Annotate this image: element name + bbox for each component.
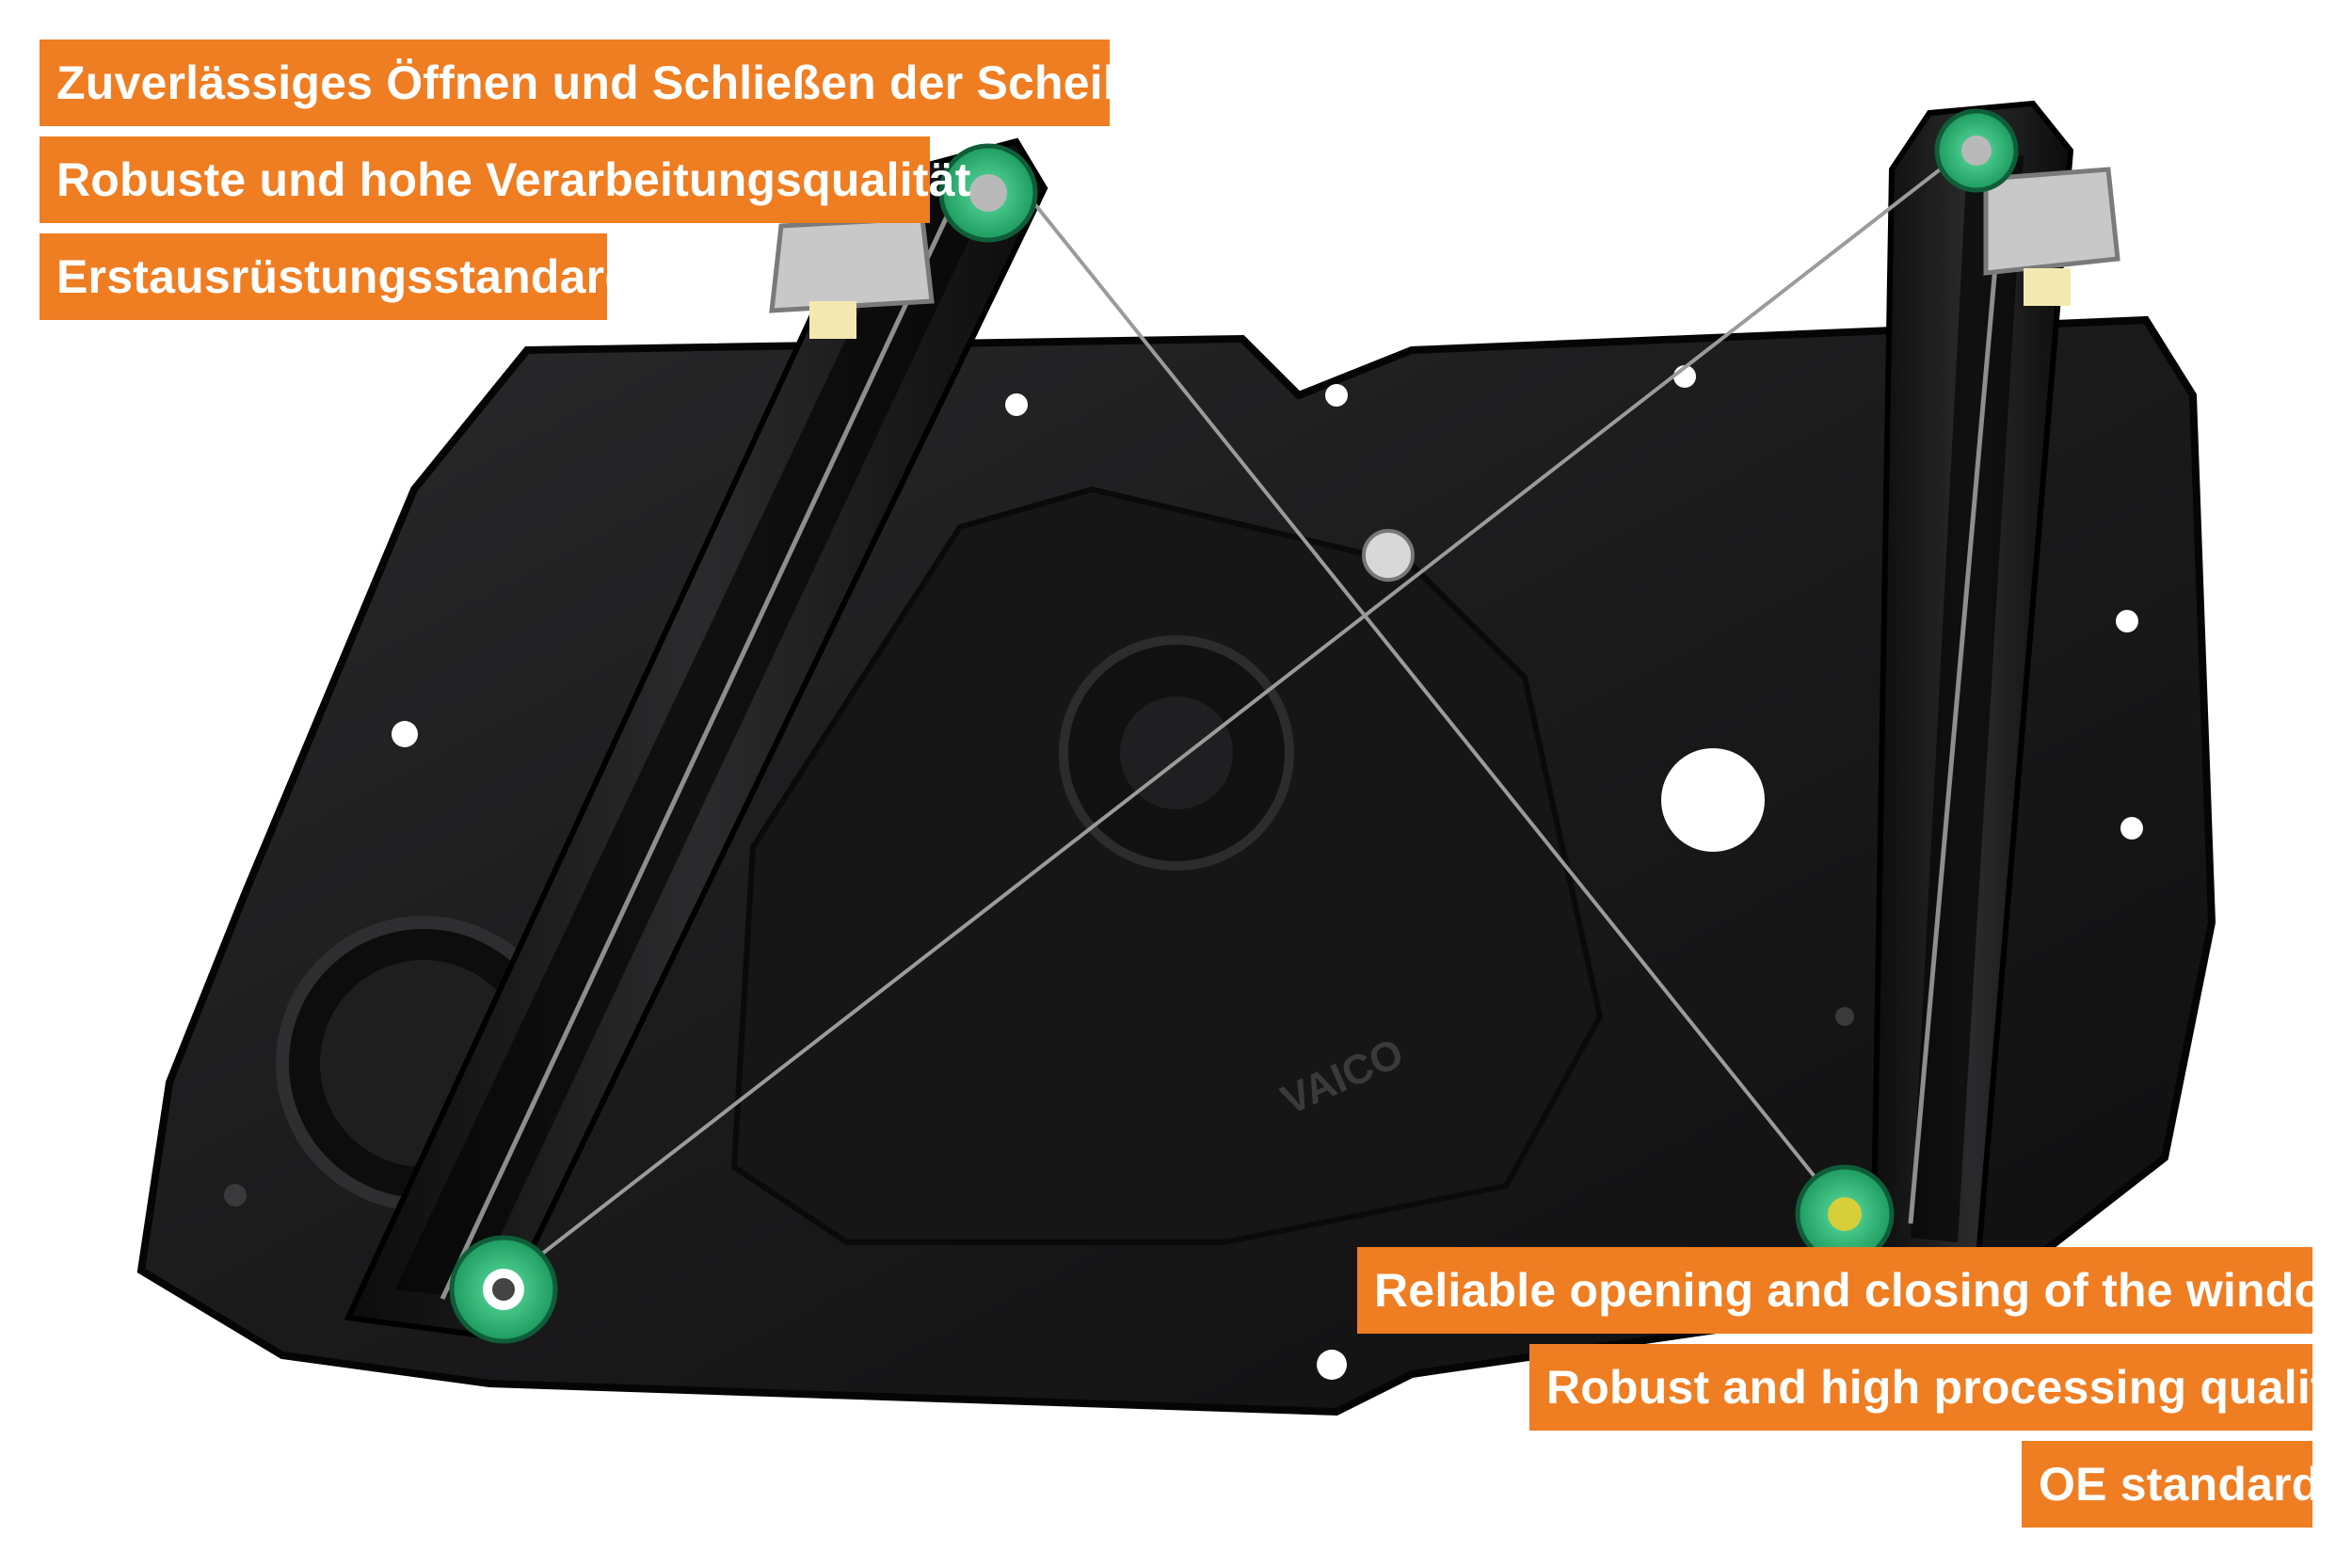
feature-label-en-reliable: Reliable opening and closing of the wind…: [1357, 1247, 2352, 1334]
right-guide-rail: [1869, 100, 2074, 1284]
door-module-plate: [136, 315, 2216, 1416]
pulley-bottom-left: [449, 1235, 558, 1344]
pulley-top-right: [1934, 108, 2019, 193]
feature-label-de-oe: Erstausrüstungsstandard: [40, 233, 633, 320]
feature-label-de-quality: Robuste und hohe Verarbeitungsqualität: [40, 136, 970, 223]
feature-label-de-reliable: Zuverlässiges Öffnen und Schließen der S…: [40, 40, 1158, 126]
regulator-cables: [506, 139, 1978, 1282]
feature-label-en-quality: Robust and high processing quality: [1529, 1344, 2352, 1431]
glass-clamp-right: [1983, 167, 2120, 306]
pulley-top-left: [938, 143, 1038, 243]
feature-label-en-oe: OE standard: [2022, 1441, 2320, 1528]
